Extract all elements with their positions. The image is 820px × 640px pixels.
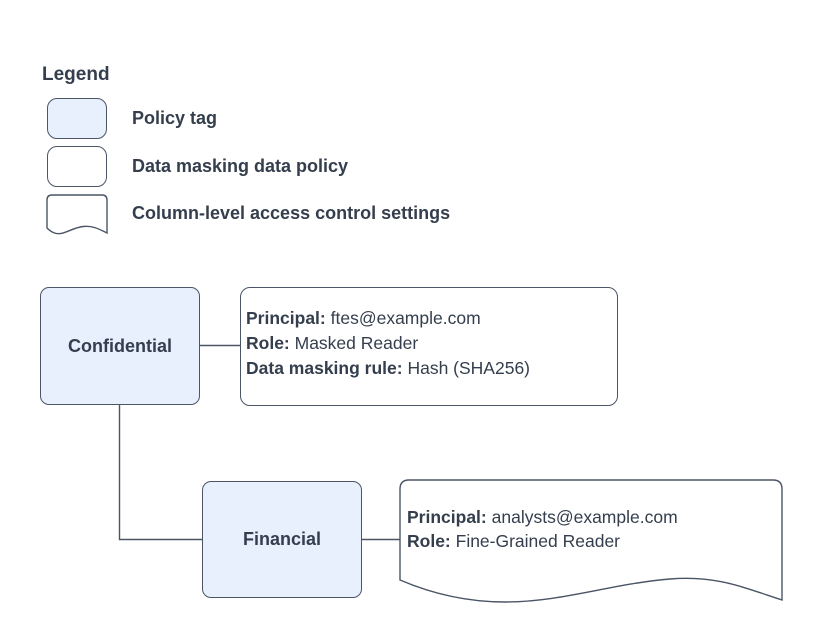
policy-tag-confidential-label: Confidential xyxy=(68,335,172,356)
row-value: Fine-Grained Reader xyxy=(455,531,621,551)
policy-tag-financial: Financial xyxy=(202,481,362,598)
data-masking-policy-text: Principal: ftes@example.com Role: Masked… xyxy=(246,306,530,381)
policy-row: Principal: ftes@example.com xyxy=(246,306,530,331)
policy-row: Role: Masked Reader xyxy=(246,331,530,356)
row-label: Principal: xyxy=(407,507,487,527)
legend-item-data-policy: Data masking data policy xyxy=(132,156,349,176)
legend-column-access-swatch xyxy=(46,194,108,235)
column-access-settings-text: Principal: analysts@example.com Role: Fi… xyxy=(407,505,678,553)
row-value: ftes@example.com xyxy=(330,308,481,328)
legend-item-policy-tag: Policy tag xyxy=(132,108,218,128)
legend-data-policy-swatch xyxy=(47,146,107,187)
data-masking-policy-box xyxy=(240,287,618,406)
row-label: Principal: xyxy=(246,308,326,328)
policy-row: Data masking rule: Hash (SHA256) xyxy=(246,356,530,381)
row-label: Data masking rule: xyxy=(246,358,403,378)
row-value: analysts@example.com xyxy=(491,507,678,527)
policy-tag-financial-label: Financial xyxy=(242,529,322,549)
connector-confidential-to-financial xyxy=(118,405,202,541)
row-value: Hash (SHA256) xyxy=(407,358,531,378)
row-label: Role: xyxy=(246,333,290,353)
policy-row: Principal: analysts@example.com xyxy=(407,505,678,529)
policy-row: Role: Fine-Grained Reader xyxy=(407,529,678,553)
policy-tag-confidential: Confidential xyxy=(40,287,200,405)
row-value: Masked Reader xyxy=(294,333,419,353)
legend-item-column-access: Column-level access control settings xyxy=(132,203,451,223)
legend-title: Legend xyxy=(42,64,110,85)
legend-policy-tag-swatch xyxy=(47,98,107,139)
row-label: Role: xyxy=(407,531,451,551)
